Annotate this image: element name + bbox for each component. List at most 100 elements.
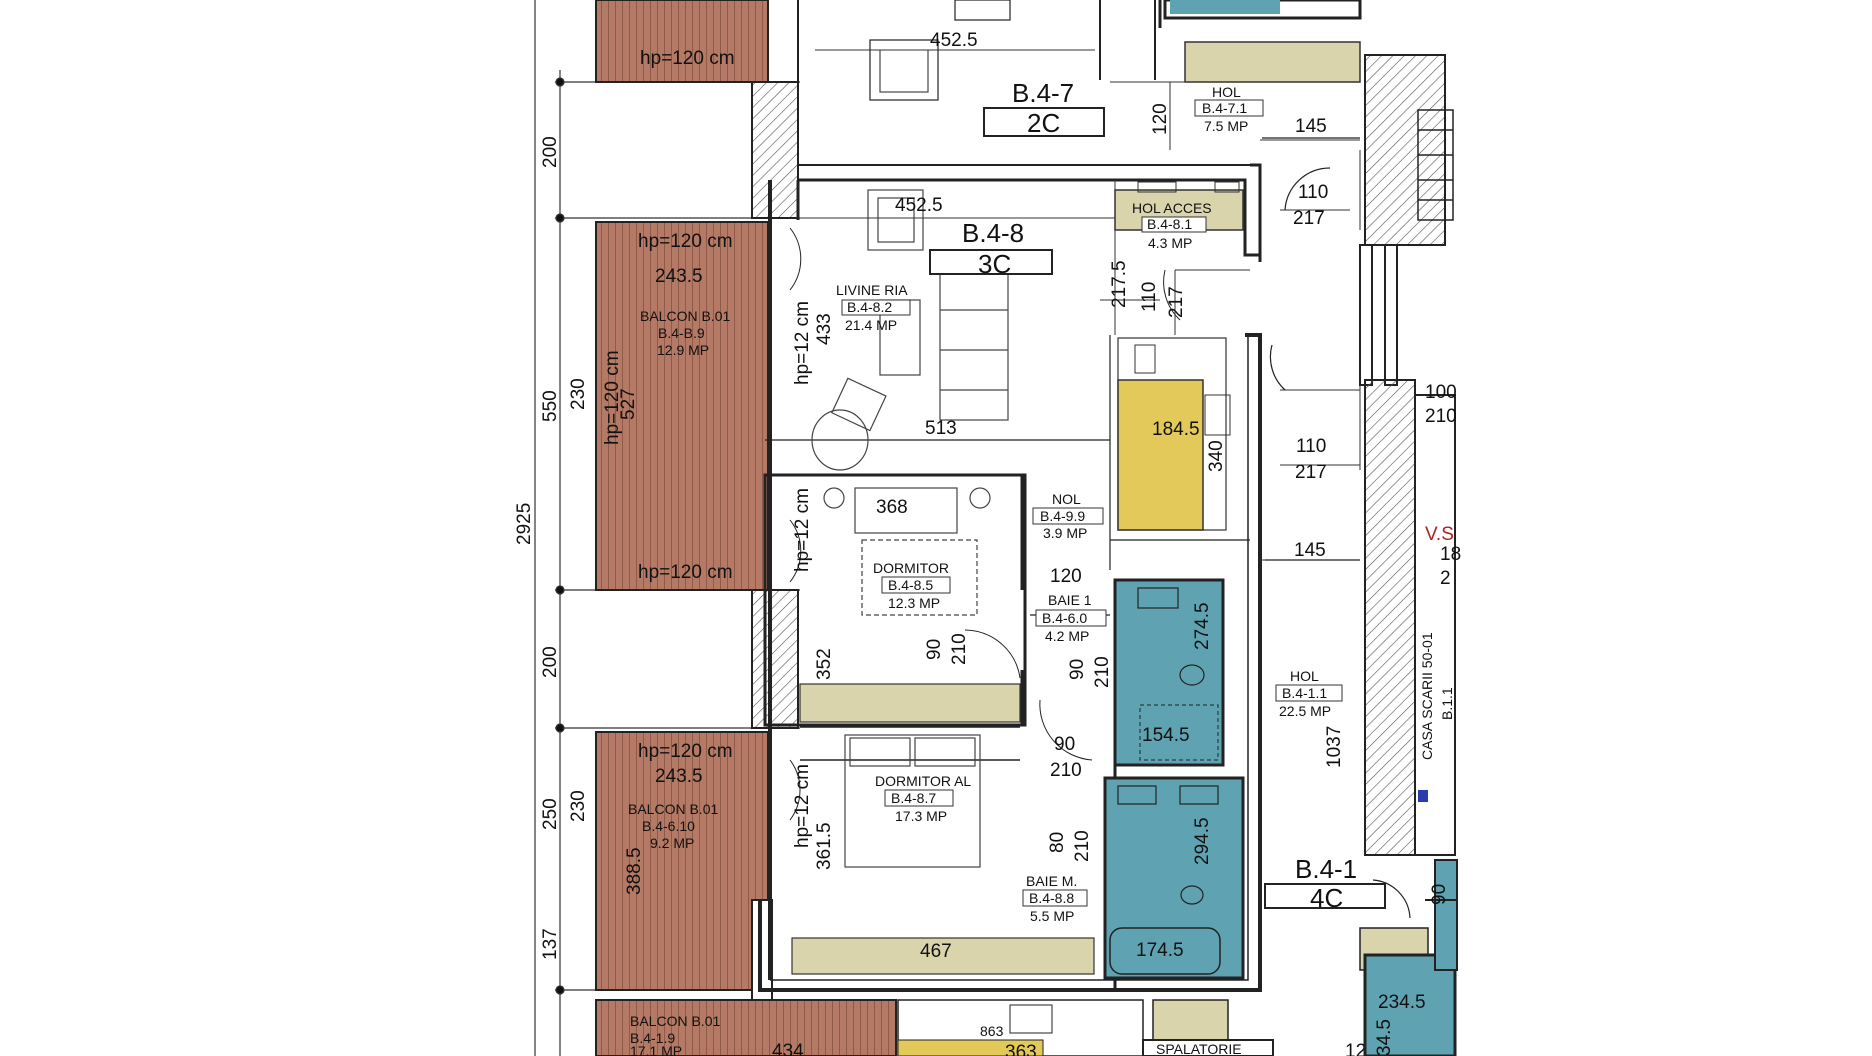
balcony-1-hp-label: hp=120 cm: [638, 231, 733, 252]
balcony-1-area: 12.9 MP: [657, 342, 709, 358]
bottom-row: [897, 999, 1274, 1056]
apartment-b41-rooms: [1359, 859, 1458, 1056]
apartment-b47: [797, 0, 1362, 166]
apartment-b48-badge: [929, 249, 1053, 275]
dormitor-al-name: DORMITOR AL: [875, 773, 971, 789]
kitchen: [1117, 337, 1231, 531]
hol-acces-code-box: [1141, 216, 1207, 233]
bottom-dim-363: 363: [1005, 1042, 1037, 1056]
door-dim-210-b: 210: [1092, 656, 1113, 688]
balcony-1-hp-bottom: hp=120 cm: [638, 562, 733, 583]
living-code: B.4-8.2: [847, 299, 892, 315]
hol-411-code: B.4-1.1: [1282, 685, 1327, 701]
apartment-b48-walls: [758, 163, 1262, 992]
nol-area: 3.9 MP: [1043, 525, 1087, 541]
dormitor-code-box: [881, 576, 951, 594]
apartment-b48-code: B.4-8: [962, 218, 1024, 248]
hol-acces-name: HOL ACCES: [1132, 200, 1212, 216]
spalatorie-name: SPALATORIE: [1156, 1041, 1242, 1056]
balcony-3-length: 434: [772, 1041, 804, 1056]
corridor: [1262, 137, 1411, 919]
balcony-1-length: 527: [618, 388, 639, 420]
door-dim-80: 80: [1047, 832, 1068, 853]
corridor-dim-145: 145: [1294, 540, 1326, 561]
dormitor-al-furniture: [791, 734, 1095, 975]
corridor-dim-1037: 1037: [1324, 726, 1345, 768]
corridor-dim-217-b: 217: [1295, 462, 1327, 483]
hol-471-code: B.4-7.1: [1202, 100, 1247, 116]
dormitor-al-dim-3615: 361.5: [814, 822, 835, 870]
baie1-dim-1545: 154.5: [1142, 725, 1190, 746]
baie-m-dim-1745: 174.5: [1136, 940, 1184, 961]
balcony-top-hp-label: hp=120 cm: [640, 48, 735, 69]
apartment-b47-type: 2C: [1027, 108, 1060, 138]
dim-550: 550: [540, 390, 561, 422]
dormitor-area: 12.3 MP: [888, 595, 940, 611]
apartment-b48-type: 3C: [978, 249, 1011, 279]
baie-m-code-box: [1022, 889, 1088, 907]
corridor-dim-110-a: 110: [1298, 182, 1328, 203]
dim-250: 250: [540, 798, 561, 830]
balcony-3-area: 17.1 MP: [630, 1043, 682, 1056]
baie1-code-box: [1035, 609, 1107, 627]
dormitor-code: B.4-8.5: [888, 577, 933, 593]
apartment-b41-code: B.4-1: [1295, 854, 1357, 884]
balcony-3-name: BALCON B.01: [630, 1013, 720, 1029]
hol-411-name: HOL: [1290, 668, 1319, 684]
apartment-b47-code: B.4-7: [1012, 78, 1074, 108]
dim-2175: 217.5: [1109, 260, 1130, 308]
baie-m: [1103, 776, 1245, 980]
balcony-2-width: 243.5: [655, 766, 703, 787]
dim-200-a: 200: [540, 136, 561, 168]
dim-230-a: 230: [568, 378, 589, 410]
baie1-dim-2745: 274.5: [1192, 602, 1213, 650]
kitchen-dim-340: 340: [1206, 440, 1227, 472]
dim-120-hol: 120: [1150, 103, 1171, 135]
balcony-3-code: B.4-1.9: [630, 1030, 675, 1046]
living-name: LIVINE RIA: [836, 282, 908, 298]
top-dim-lines: [815, 49, 1360, 150]
door-dim-90-b: 90: [1067, 659, 1088, 680]
dormitor-al-code-box: [884, 789, 954, 807]
dim-137: 137: [540, 928, 561, 960]
living-hp12: hp=12 cm: [792, 301, 813, 385]
mark-2: 2: [1440, 568, 1451, 589]
staircase-code: B.1.1: [1439, 687, 1455, 720]
dormitor-hp12: hp=12 cm: [792, 488, 813, 572]
dormitor-al-dim-467: 467: [920, 941, 952, 962]
balcony-1-hp-vertical: hp=120 cm: [602, 350, 623, 445]
corridor-dim-217-a: 217: [1293, 208, 1325, 229]
dormitor-dim-368: 368: [876, 497, 908, 518]
hol-acces-area: 4.3 MP: [1148, 235, 1192, 251]
b41-dim-345: 34.5: [1374, 1019, 1395, 1056]
balcony-2-hp-label: hp=120 cm: [638, 741, 733, 762]
nol-name: NOL: [1052, 491, 1081, 507]
balcony-1-name: BALCON B.01: [640, 308, 730, 324]
balcony-1-code: B.4-B.9: [658, 325, 705, 341]
hol-471-name: HOL: [1212, 84, 1241, 100]
staircase-walls: [1359, 54, 1456, 856]
balcony-3: [595, 999, 897, 1056]
dim-200-b: 200: [540, 646, 561, 678]
staircase-dim-210: 210: [1425, 406, 1457, 427]
baie1-area: 4.2 MP: [1045, 628, 1089, 644]
hol-411-code-box: [1275, 684, 1343, 702]
nol-dim-120: 120: [1050, 566, 1082, 587]
living-code-box: [841, 299, 911, 316]
staircase-marker: [1418, 790, 1428, 802]
living-area: 21.4 MP: [845, 317, 897, 333]
baie-m-code: B.4-8.8: [1029, 890, 1074, 906]
balcony-2-name: BALCON B.01: [628, 801, 718, 817]
door-dim-90-c: 90: [1054, 734, 1075, 755]
balcony-2-area: 9.2 MP: [650, 835, 694, 851]
stairs-top: [1417, 109, 1454, 221]
dormitor-name: DORMITOR: [873, 560, 949, 576]
baie-m-dim-2945: 294.5: [1192, 817, 1213, 865]
staircase-name: CASA SCARII 50-01: [1419, 632, 1435, 760]
baie-m-area: 5.5 MP: [1030, 908, 1074, 924]
door-dim-210-c: 210: [1050, 760, 1082, 781]
dormitor-furniture: [799, 487, 1021, 723]
dim-230-b: 230: [568, 790, 589, 822]
